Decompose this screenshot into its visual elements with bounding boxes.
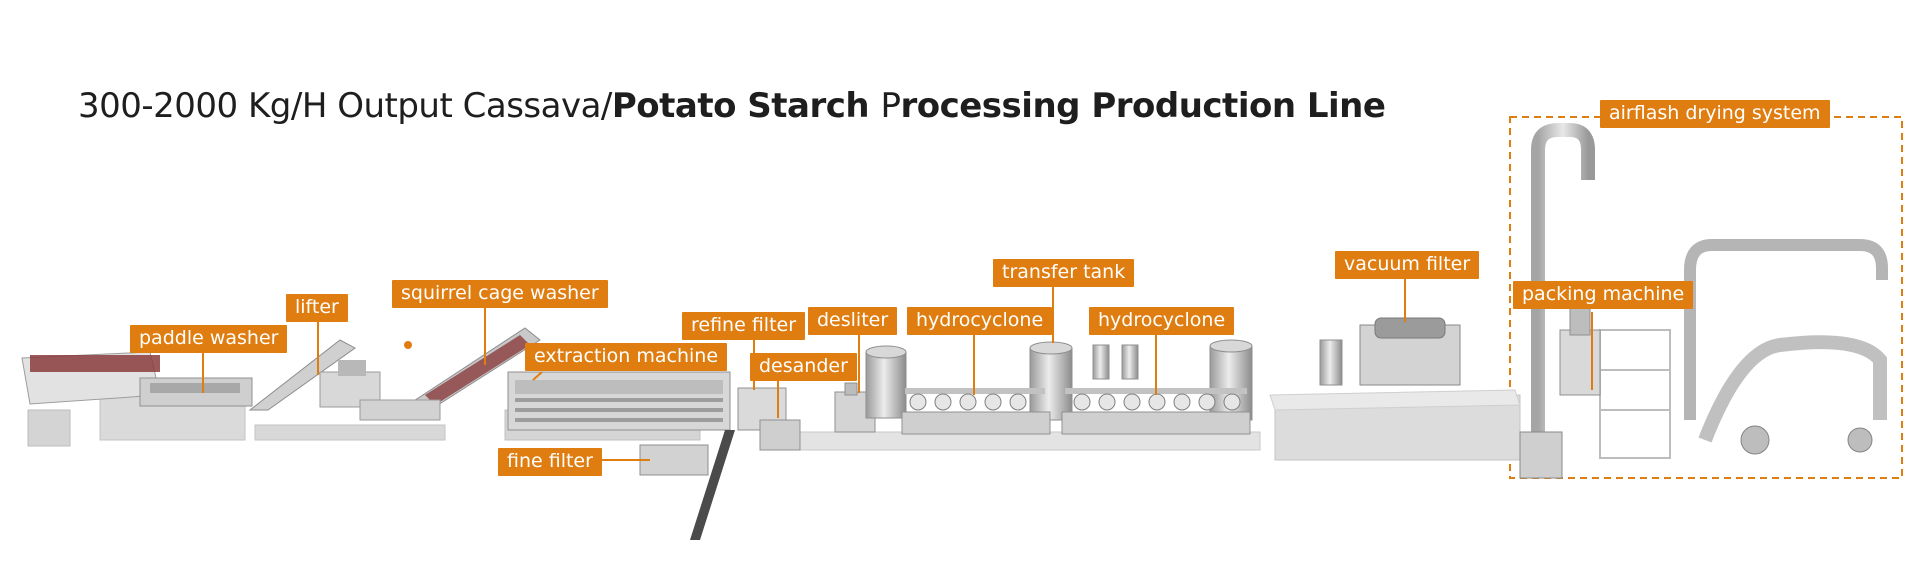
vacuum-filter-machine — [1319, 317, 1461, 386]
page-title: 300-2000 Kg/H Output Cassava/Potato Star… — [78, 86, 1386, 126]
refine-filter-machine — [737, 387, 801, 451]
label-packing-machine: packing machine — [1513, 281, 1694, 309]
hydrocyclone-station-1 — [901, 388, 1051, 435]
label-hydrocyclone-1: hydrocyclone — [907, 307, 1053, 335]
label-extraction-machine: extraction machine — [525, 343, 728, 371]
label-fine-filter: fine filter — [498, 448, 602, 476]
label-desander: desander — [750, 353, 857, 381]
transfer-tank-machine — [1029, 341, 1139, 421]
extraction-machine — [507, 371, 731, 431]
label-transfer-tank: transfer tank — [993, 259, 1135, 287]
label-lifter: lifter — [286, 294, 348, 322]
label-paddle-washer: paddle washer — [130, 325, 288, 353]
paddle-washer-machine — [21, 351, 253, 407]
label-hydrocyclone-2: hydrocyclone — [1089, 307, 1235, 335]
label-desliter: desliter — [808, 307, 898, 335]
packing-machine — [1559, 299, 1601, 396]
label-vacuum-filter: vacuum filter — [1335, 251, 1480, 279]
tank-1 — [865, 345, 907, 419]
label-airflash-drying-system: airflash drying system — [1600, 100, 1830, 128]
fine-filter-machine — [639, 430, 735, 540]
squirrel-cage-washer-machine — [359, 327, 541, 421]
label-leader-lines — [202, 278, 1593, 461]
airflash-drying-machine — [1519, 123, 1888, 479]
label-refine-filter: refine filter — [682, 312, 806, 340]
lifter-machine — [248, 339, 381, 411]
label-squirrel-cage-washer: squirrel cage washer — [392, 280, 608, 308]
